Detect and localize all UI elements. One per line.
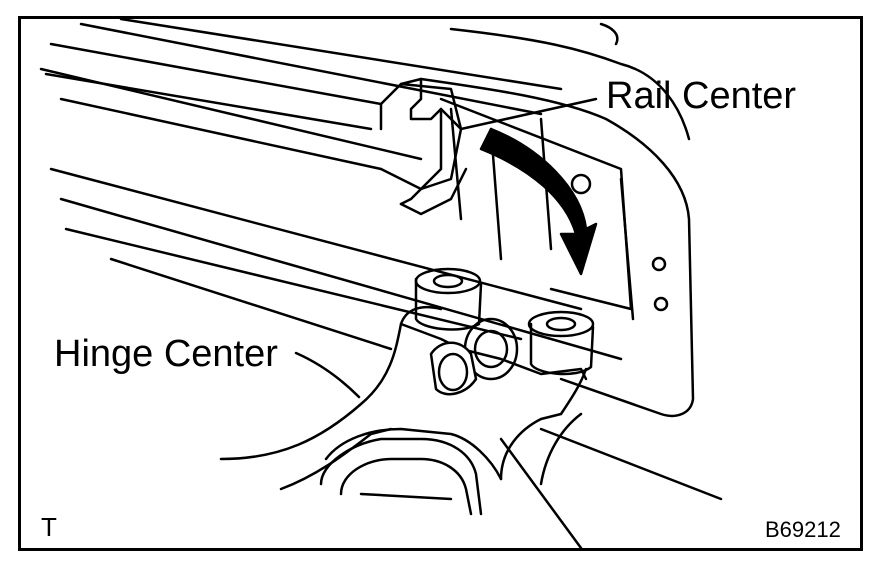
hinge-arm	[219, 305, 588, 516]
hinge-rail-illustration	[39, 19, 723, 548]
leader-lines	[294, 97, 598, 399]
figure-code: B69212	[765, 517, 841, 542]
door-panel	[419, 22, 695, 418]
rail-channel	[44, 42, 468, 216]
hinge-center-label: Hinge Center	[54, 333, 278, 375]
corner-mark: T	[41, 512, 57, 542]
hinge-mount	[399, 267, 595, 396]
curved-arrow-icon	[479, 127, 598, 276]
illustration-frame: Rail Center Hinge Center T B69212	[18, 16, 863, 551]
rail-center-label: Rail Center	[606, 75, 797, 117]
